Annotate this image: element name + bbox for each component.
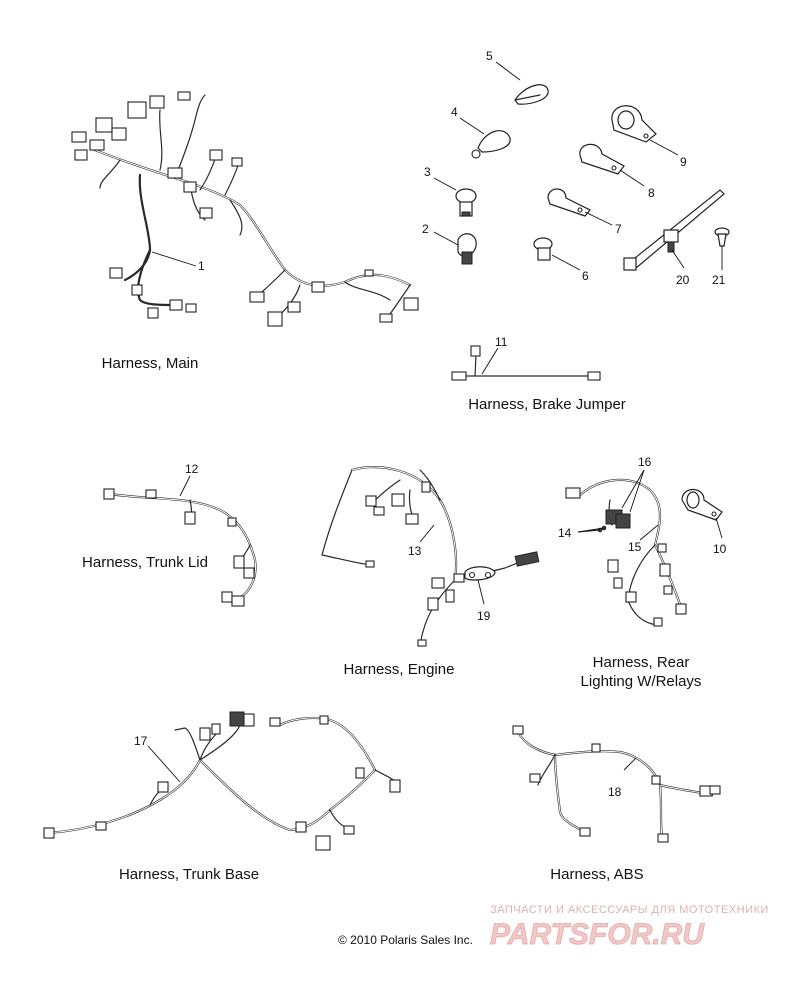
part-5-cable-tie xyxy=(514,84,549,105)
callout-9: 9 xyxy=(680,155,687,169)
caption-harness-abs: Harness, ABS xyxy=(550,866,643,883)
callout-19: 19 xyxy=(477,609,491,623)
callout-2: 2 xyxy=(422,222,429,236)
callout-8: 8 xyxy=(648,186,655,200)
callout-17: 17 xyxy=(134,734,148,748)
caption-harness-trunk-lid: Harness, Trunk Lid xyxy=(82,554,208,571)
callout-4: 4 xyxy=(451,105,458,119)
callout-14: 14 xyxy=(558,526,572,540)
callout-5: 5 xyxy=(486,49,493,63)
watermark-brand: PARTSFOR.RU xyxy=(490,918,705,951)
harness-brake-jumper-drawing xyxy=(451,345,601,381)
part-20-strap-tie xyxy=(623,189,725,271)
callout-20: 20 xyxy=(676,273,690,287)
callout-18: 18 xyxy=(608,785,622,799)
callout-6: 6 xyxy=(582,269,589,283)
caption-harness-engine: Harness, Engine xyxy=(344,661,455,678)
part-8-p-clamp xyxy=(579,143,625,175)
part-9-p-clamp xyxy=(611,105,657,143)
harness-main-drawing xyxy=(71,91,419,327)
copyright-text: © 2010 Polaris Sales Inc. xyxy=(338,933,473,947)
callout-10: 10 xyxy=(713,542,727,556)
caption-harness-trunk-base: Harness, Trunk Base xyxy=(119,866,259,883)
caption-harness-rear-lighting-line2: Lighting W/Relays xyxy=(581,673,702,690)
callout-21: 21 xyxy=(712,273,726,287)
watermark-tagline: ЗАПЧАСТИ И АКСЕССУАРЫ ДЛЯ МОТОТЕХНИКИ xyxy=(490,904,769,916)
callout-7: 7 xyxy=(615,222,622,236)
callout-3: 3 xyxy=(424,165,431,179)
harness-trunk-lid-drawing xyxy=(103,488,257,607)
harness-rear-lighting-drawing xyxy=(565,478,687,627)
callout-16: 16 xyxy=(638,455,652,469)
part-6-clip xyxy=(533,237,553,261)
part-4-clip-tie xyxy=(471,130,511,159)
caption-harness-brake-jumper: Harness, Brake Jumper xyxy=(468,396,626,413)
harness-abs-drawing xyxy=(512,725,721,843)
caption-harness-main: Harness, Main xyxy=(102,355,199,372)
callout-11: 11 xyxy=(495,335,508,349)
part-21-push-pin xyxy=(714,227,730,247)
harness-trunk-base-drawing xyxy=(43,711,401,851)
part-2-clip xyxy=(457,233,477,265)
part-10-clamp xyxy=(681,488,723,521)
callout-15: 15 xyxy=(628,540,642,554)
part-3-clip xyxy=(455,188,477,217)
caption-harness-rear-lighting-line1: Harness, Rear xyxy=(593,654,690,671)
harness-engine-drawing xyxy=(321,466,540,647)
callout-1: 1 xyxy=(198,259,205,273)
part-7-p-clamp xyxy=(547,188,591,217)
callout-12: 12 xyxy=(185,462,199,476)
callout-13: 13 xyxy=(408,544,422,558)
